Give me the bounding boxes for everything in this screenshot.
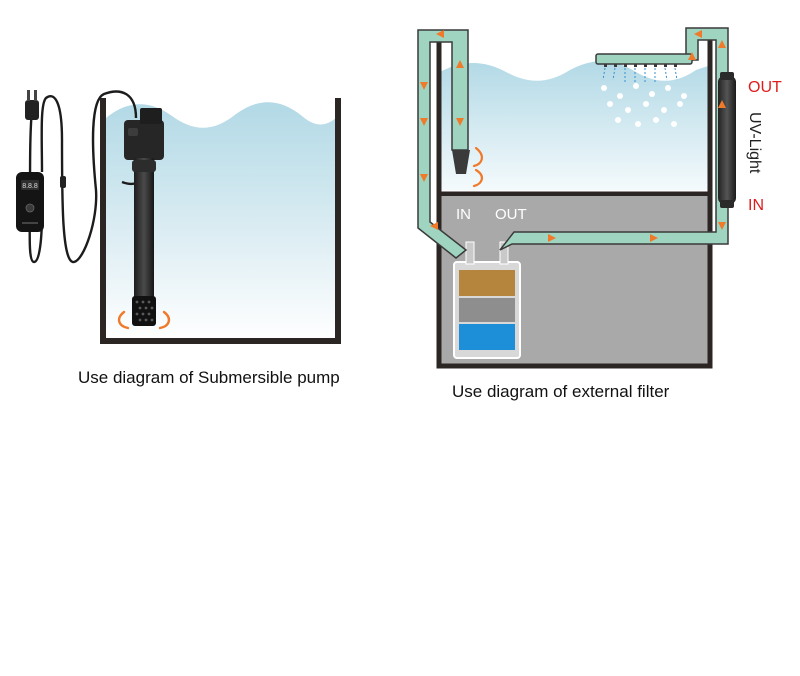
intake-flow-arrows: [117, 310, 171, 330]
filter-in-label: IN: [456, 206, 471, 223]
uv-in-label: IN: [748, 197, 764, 214]
filter-caption: Use diagram of external filter: [452, 382, 670, 401]
pump-controller-icon: 8.8.8: [16, 172, 44, 232]
uv-light-label: UV-Light: [746, 112, 763, 174]
power-cord: [40, 90, 138, 264]
intake-swirl-arrows: [472, 146, 483, 188]
filter-out-label: OUT: [495, 206, 527, 223]
cabinet-wall: [436, 196, 713, 369]
pump-caption: Use diagram of Submersible pump: [78, 368, 340, 387]
display-tank-wall: [436, 32, 713, 197]
canister-filter: [453, 241, 521, 359]
cord-bead: [60, 176, 66, 188]
intake-strainer: [452, 150, 470, 174]
spray-bar-icon: [595, 53, 693, 82]
filter-diagram: IN OUT OUT UV-Light IN: [417, 27, 782, 369]
uv-out-label: OUT: [748, 79, 782, 96]
controller-cord: [28, 109, 44, 264]
submersible-pump: [124, 108, 164, 326]
uv-lamp-icon: [718, 72, 736, 208]
intake-pipe: [417, 29, 469, 259]
svg-text:8.8.8: 8.8.8: [22, 183, 38, 190]
pump-tank-water: [106, 102, 336, 340]
power-plug-icon: [25, 90, 39, 120]
air-bubbles: [601, 83, 687, 127]
filter-tank-water: [440, 61, 708, 190]
pump-diagram: 8.8.8: [16, 90, 341, 344]
pump-tank-wall: [100, 98, 341, 344]
flow-arrows: [420, 30, 726, 242]
